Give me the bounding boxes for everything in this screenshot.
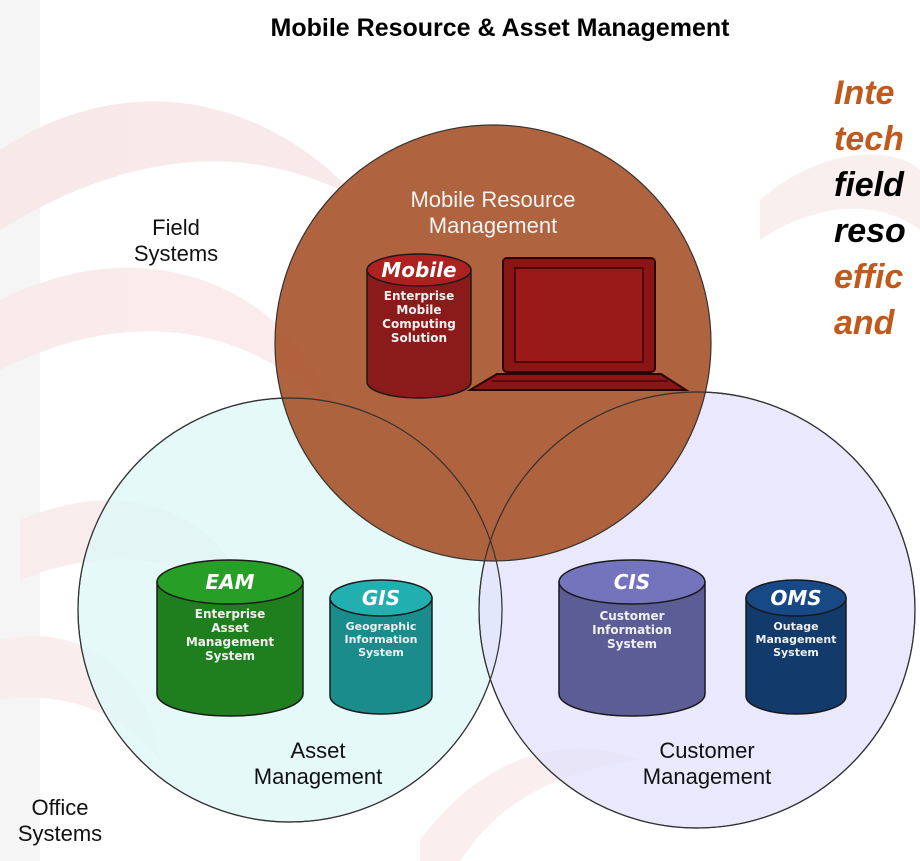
oms-cylinder-desc-line: Outage [773, 620, 818, 633]
mobile-cylinder-desc-line: Computing [382, 317, 456, 331]
page-title: Mobile Resource & Asset Management [270, 14, 730, 42]
cis-cylinder-title: CIS [614, 570, 651, 594]
mobile-cylinder-title: Mobile [381, 258, 456, 282]
oms-cylinder-desc-line: System [773, 646, 819, 659]
customer-circle-outline [478, 391, 916, 829]
cylinders-group: MobileEnterpriseMobileComputingSolutionE… [156, 253, 847, 717]
oms-cylinder-body [745, 597, 847, 715]
cis-cylinder-desc-line: Information [592, 623, 672, 637]
side-text-line: effic [834, 258, 904, 296]
field-systems-label: Field Systems [133, 215, 219, 266]
swirl-arc-2 [0, 267, 340, 420]
mobile-cylinder-desc-line: Mobile [396, 303, 441, 317]
laptop-icon [466, 257, 690, 391]
mobile-cylinder-desc-line: Solution [391, 331, 447, 345]
eam-cylinder-desc-line: Management [186, 635, 275, 649]
side-text-line: Inte [834, 74, 895, 112]
asset-circle-outline [77, 397, 503, 823]
oms-cylinder-desc-line: Management [756, 633, 837, 646]
eam-cylinder-top [156, 559, 304, 605]
eam-cylinder-body [156, 581, 304, 717]
side-text-line: and [834, 304, 895, 342]
swirl-arc-5 [420, 748, 640, 861]
cis-cylinder-desc-line: System [607, 637, 657, 651]
side-text-line: field [834, 166, 904, 204]
swirl-arc-1 [0, 101, 360, 230]
gis-cylinder-title: GIS [362, 586, 400, 610]
gis-cylinder-desc-line: System [358, 646, 404, 659]
eam-cylinder-desc-line: System [205, 649, 255, 663]
left-sidebar-strip [0, 0, 40, 861]
eam-cylinder-desc-line: Asset [211, 621, 249, 635]
mobile-resource-management-label: Mobile Resource Management [410, 187, 576, 238]
eam-cylinder-desc-line: Enterprise [195, 607, 265, 621]
side-text-line: reso [834, 212, 906, 250]
cis-cylinder-desc-line: Customer [599, 609, 664, 623]
oms-cylinder-title: OMS [770, 586, 821, 610]
gis-cylinder-body [329, 597, 433, 715]
office-systems-label: Office Systems [17, 795, 103, 846]
gis-cylinder-desc-line: Geographic [346, 620, 417, 633]
swirl-arc-6 [760, 154, 920, 240]
mobile-cylinder-body [366, 269, 472, 399]
cis-cylinder-body [558, 581, 706, 717]
gis-cylinder-desc-line: Information [345, 633, 418, 646]
swirl-arc-4 [0, 636, 160, 760]
oms-cylinder-top [745, 579, 847, 617]
mobile-cylinder-top [366, 253, 472, 287]
asset-management-label: Asset Management [253, 738, 383, 789]
customer-management-label: Customer Management [642, 738, 772, 789]
eam-cylinder-title: EAM [205, 570, 254, 594]
cis-cylinder-top [558, 559, 706, 605]
side-text-line: tech [834, 120, 904, 158]
gis-cylinder-top [329, 579, 433, 617]
mobile-resource-circle [274, 124, 712, 562]
mobile-cylinder-desc-line: Enterprise [384, 289, 454, 303]
side-text: Inte tech field reso effic and [834, 70, 920, 346]
